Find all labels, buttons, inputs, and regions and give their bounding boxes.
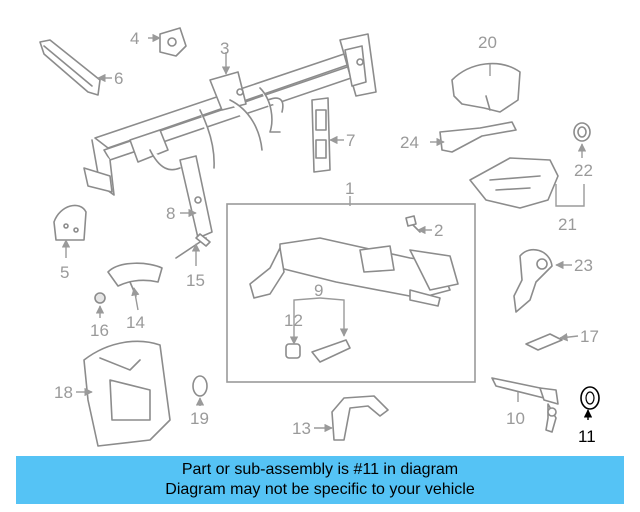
callout-2: 2	[434, 221, 443, 240]
banner-line-1: Part or sub-assembly is #11 in diagram	[181, 461, 459, 478]
part-8-bracket[interactable]	[179, 155, 213, 239]
callout-8: 8	[166, 204, 175, 223]
part-15-bolt[interactable]	[175, 233, 211, 259]
callout-19: 19	[190, 409, 209, 428]
callout-16: 16	[90, 321, 109, 340]
callout-4: 4	[130, 29, 139, 48]
callout-15: 15	[186, 271, 205, 290]
parts-diagram: 1 2 3 4 5 6 7 8 9 10 11 12 13 14 15 16 1…	[39, 27, 600, 447]
part-7-plate[interactable]	[311, 97, 331, 173]
part-20-upper-cover[interactable]	[451, 62, 521, 113]
callout-22: 22	[574, 161, 593, 180]
banner-line-2: Diagram may not be specific to your vehi…	[165, 481, 475, 498]
part-17-plate[interactable]	[525, 333, 563, 351]
part-12-bushing[interactable]	[285, 343, 301, 359]
part-1-assembly-box	[226, 203, 476, 383]
part-23-lever[interactable]	[513, 248, 553, 313]
callout-11: 11	[578, 427, 596, 446]
callout-23: 23	[574, 256, 593, 275]
callout-21: 21	[558, 215, 577, 234]
part-5-cover[interactable]	[53, 204, 87, 241]
part-24-switch[interactable]	[439, 121, 517, 153]
callout-24: 24	[400, 133, 419, 152]
callout-labels: 1 2 3 4 5 6 7 8 9 10 11 12 13 14 15 16 1…	[54, 29, 599, 446]
part-22-ring[interactable]	[573, 122, 591, 142]
info-banner: Part or sub-assembly is #11 in diagram D…	[16, 456, 624, 504]
part-2-bolt[interactable]	[405, 215, 421, 233]
part-18-shroud[interactable]	[83, 340, 171, 447]
part-11-ring[interactable]	[580, 386, 600, 410]
callout-18: 18	[54, 383, 73, 402]
part-21-lower-cover[interactable]	[469, 157, 559, 209]
callout-5: 5	[60, 263, 69, 282]
callout-10: 10	[506, 409, 525, 428]
part-10-lock-cylinder[interactable]	[491, 377, 559, 433]
callout-20: 20	[478, 33, 497, 52]
callout-7: 7	[346, 131, 355, 150]
callout-14: 14	[126, 313, 145, 332]
part-16-clip[interactable]	[94, 292, 106, 304]
callout-9: 9	[314, 281, 323, 300]
part-13-bracket[interactable]	[331, 395, 389, 441]
part-4-bracket[interactable]	[159, 27, 187, 57]
part-3-crossbeam[interactable]	[83, 33, 377, 196]
part-19-cap[interactable]	[192, 375, 208, 397]
callout-17: 17	[580, 327, 599, 346]
leader-lines	[61, 33, 593, 433]
callout-6: 6	[114, 69, 123, 88]
part-9-shaft[interactable]	[311, 339, 351, 363]
callout-1: 1	[345, 179, 354, 198]
part-6-bracket[interactable]	[39, 39, 101, 96]
callout-13: 13	[292, 419, 311, 438]
callout-12: 12	[284, 311, 303, 330]
callout-3: 3	[220, 39, 229, 58]
part-1-steering-column[interactable]	[249, 237, 459, 307]
